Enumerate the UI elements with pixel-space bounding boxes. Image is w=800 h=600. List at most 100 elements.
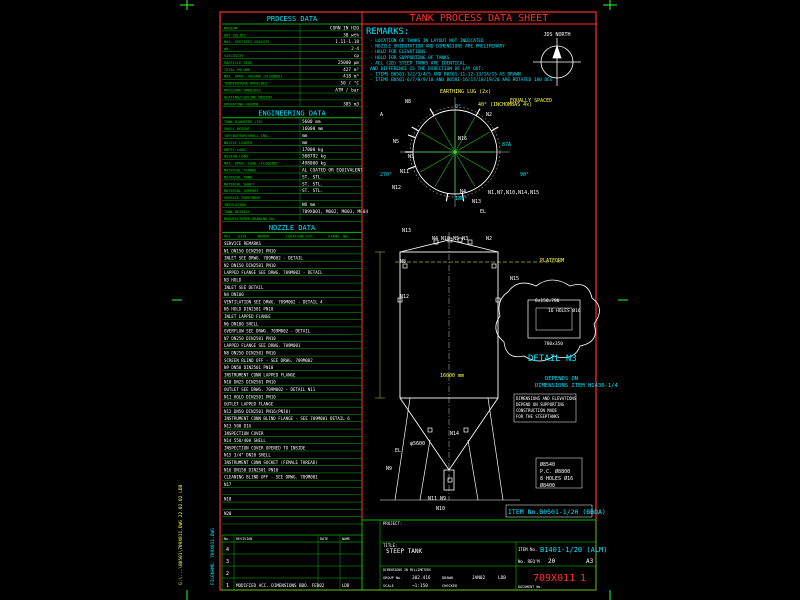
nozzle-header: STAND. No. [328, 235, 350, 239]
support-note-line: DIMENSIONS AND ELEVATIONS [516, 396, 577, 401]
scale-label: SCALE [383, 584, 394, 588]
process-row-value: 30 wt% [343, 32, 359, 38]
engineering-row-label: MATERIAL TANK [224, 175, 253, 179]
title-label: TITLE: [383, 543, 397, 548]
plan-orientation-ray [454, 151, 476, 187]
document-label: DOCUMENT No. [518, 585, 543, 589]
engineering-row-value: 508792 kg [302, 154, 326, 160]
elevation-label: N9 [386, 466, 392, 472]
engineering-row-label: MATERIAL SHAFT [224, 182, 255, 186]
elevation-nozzle [397, 297, 403, 303]
hole-note-line: Ø8400 [540, 482, 555, 489]
plan-nozzle [445, 193, 449, 202]
elevation-support-leg [394, 397, 411, 501]
plan-label: N12 [392, 185, 401, 191]
hole-note-line: Ø8540 [540, 461, 555, 468]
elevation-label: N15 [510, 276, 519, 282]
engineering-row-label: TOP/BOTTOM/SHELL INS. [224, 134, 269, 138]
process-row-value: 427 m³ [343, 67, 359, 73]
north-arrow: JDS NORTH [533, 32, 581, 86]
support-note-line: FOR THE STEEPTANKS [516, 414, 560, 419]
process-row-label: PRESSURE OPER/DES [224, 89, 261, 93]
process-row-label: TEMPERATURE OPER/DES [224, 82, 267, 86]
nozzle-row-text: OUTLET LAPPED FLANGE [224, 402, 274, 407]
plan-label: N4 [460, 189, 466, 195]
process-row-label: MAX. SPECIFIC GRAVITY [224, 40, 270, 44]
nozzle-row-text: SERVICE REMARKS [224, 241, 262, 246]
process-row-value: 1.11-1.18 [335, 39, 359, 45]
engineering-row-label: SURFACE TREATMENT [224, 196, 262, 200]
nozzle-row-text: INSPECTION COVER [224, 431, 264, 436]
remarks-line: - ITEMS B0501-1/2/3/4/5 AND B0501-11-12-… [370, 72, 521, 78]
process-title: PROCESS DATA [267, 15, 318, 23]
engineering-row-label: NOZZLE LENGTH [224, 141, 252, 145]
elevation-nozzle [427, 427, 433, 433]
nozzle-row-text: N4 DN100 [224, 292, 244, 297]
nozzle-header: LOCATION X/Y [286, 235, 313, 239]
plan-label: 90° [520, 172, 529, 178]
plan-nozzle [429, 108, 435, 116]
nozzle-row-text: OUTLET SEE DRWG. 709M002 - DETAIL N11 [224, 387, 316, 392]
nozzle-header: Pos [224, 235, 231, 239]
nozzle-row-text: N2 DN150 DIN2501 PN10 [224, 263, 276, 268]
nozzle-row-text: N13 500 DIA [224, 424, 252, 429]
dims-label: DIMENSIONS IN MILLIMETERS [383, 568, 431, 572]
nozzle-row-text: INSTRUMENT CONN SOCKET (FEMALE THREAD) [224, 460, 318, 465]
process-row-label: DRY SOLIDS [224, 33, 246, 37]
elevation-label: 16000 mm [440, 373, 464, 379]
nozzle-row-text: N10 DN25 DIN2501 PN10 [224, 380, 276, 385]
side-strip: FILENAME: 709X011.DWG G:\...\B0501\709X0… [178, 484, 216, 585]
engineering-row-label: SHELL HEIGHT [224, 127, 251, 131]
plan-label: A [380, 112, 383, 118]
drawn-name: LDB [498, 575, 506, 581]
nozzle-row-text: N6 DN100 SHELL [224, 321, 259, 326]
elevation-nozzle [433, 239, 439, 245]
plan-label: N11 [400, 169, 409, 175]
engineering-row-value: 709X001, M002, M003, M004 [302, 209, 368, 215]
elevation-label: N14 [450, 431, 459, 437]
detail-dim: 8x150=780 [535, 298, 560, 304]
plan-label: 180° [455, 196, 467, 202]
revision-header: REVISION [236, 537, 252, 541]
process-row-label: OPERATING VOLUME [224, 102, 259, 106]
plan-label: EARTHING LUG (2x) [440, 89, 491, 95]
sheet-size: A3 [586, 558, 594, 565]
engineering-row-value: mm [302, 134, 308, 139]
plan-label: N3 [408, 154, 414, 160]
process-row-label: PARTICLE SIZE [224, 61, 252, 65]
remarks-line: - ITEMS B0501-6/7/8/9/10 AND B0501-16/17… [370, 77, 553, 83]
nozzle-row-text: VENTILATION SEE DRWG. 709M002 - DETAIL 4 [224, 299, 323, 304]
nozzle-row-text: N15 3/4" DN20 SHELL [224, 453, 271, 458]
revision-row-desc: MODIFIED ACC. DIMENSIONS BBO. FEB02 [236, 583, 325, 588]
title-value: STEEP TANK [386, 548, 423, 555]
plan-label: N2 [486, 112, 492, 118]
plan-label: EQUALLY SPACED [510, 98, 552, 104]
plan-nozzle [407, 165, 416, 170]
detail-note: DIMENSIONS ITEM H1430-1/4 [535, 383, 618, 389]
engineering-row-value: 17000 kg [302, 147, 324, 153]
document-number: 709X011 [533, 573, 575, 584]
req-value: 20 [548, 558, 556, 565]
nozzle-row-text: SCREEN BLIND OFF - SEE DRWG. 709M002 [224, 358, 313, 363]
plan-label: N8 [405, 99, 411, 105]
elevation-nozzle [447, 477, 453, 483]
nozzle-row-text: INSPECTION COVER OPENED TO INSIDE [224, 445, 306, 450]
detail-note: DEPENDS ON [545, 376, 578, 382]
scale: ~1:150 [412, 583, 428, 589]
process-row-label: MAX. OPER. VOLUME (FLOODED) [224, 75, 282, 79]
engineering-row-value: 5600 mm [302, 119, 321, 125]
engineering-row-value: 498000 kg [302, 161, 326, 167]
plan-nozzle [461, 193, 465, 202]
nozzle-row-text: N20 [224, 511, 232, 516]
remarks-line: - NOZZLE ORIENTATION AND DIMENSIONS ARE … [370, 44, 505, 50]
elevation-support-leg [419, 439, 431, 501]
elevation-label: N13 [402, 228, 411, 234]
detail-dim: 780x350 [544, 341, 563, 347]
plan-label: 270° [380, 172, 392, 178]
remarks-line: - HOLD FOR SUPPORTING OF TANKS [370, 55, 450, 61]
process-row-value: 385 m3 [343, 101, 359, 107]
process-row-label: TOTAL VOLUME [224, 68, 250, 72]
engineering-row-value: AL COATED OR EQUIVALENT [302, 168, 363, 174]
